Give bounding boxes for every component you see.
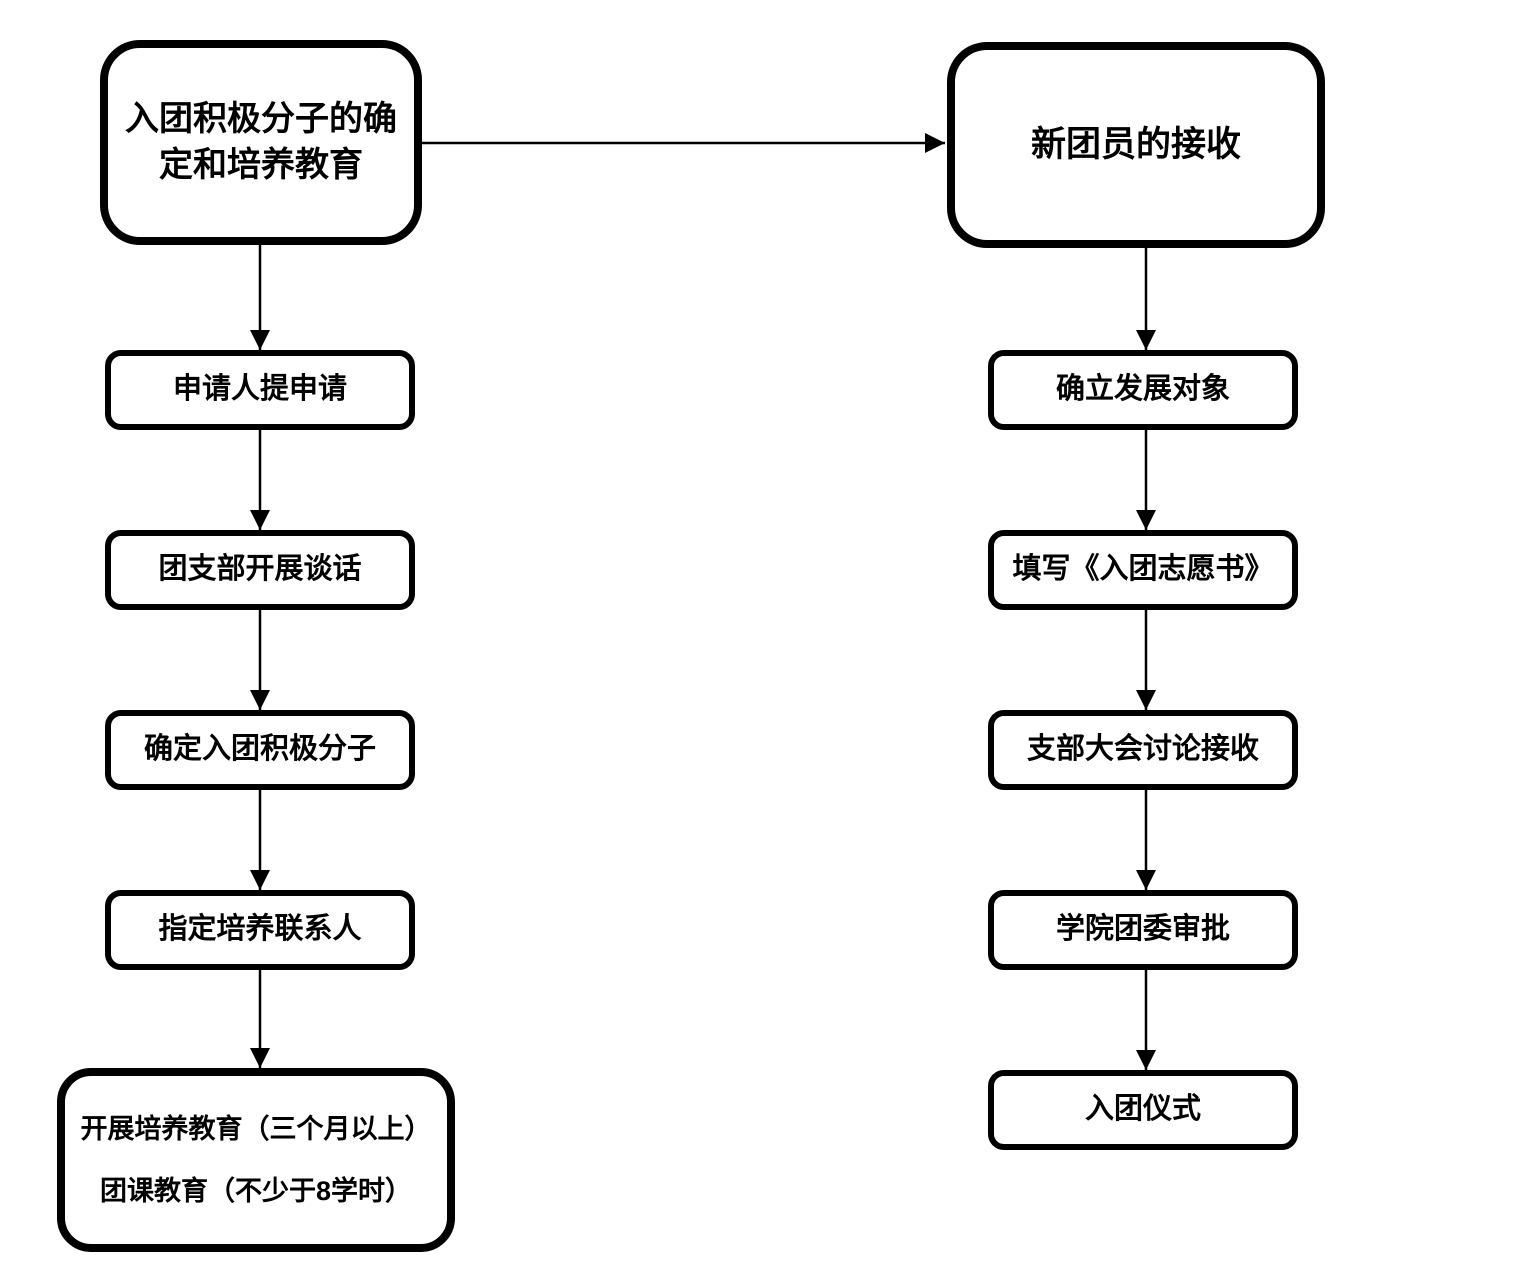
node-right-step-establish-candidate: 确立发展对象 [988, 350, 1298, 430]
node-right-step-fill-volunteer-form: 填写《入团志愿书》 [988, 530, 1298, 610]
footer-line-2: 团课教育（不少于8学时） [99, 1176, 412, 1206]
node-left-step-assign-contact: 指定培养联系人 [105, 890, 415, 970]
node-right-step-ceremony: 入团仪式 [988, 1070, 1298, 1150]
node-right-step-committee-approval: 学院团委审批 [988, 890, 1298, 970]
node-left-step-confirm-activist: 确定入团积极分子 [105, 710, 415, 790]
node-right-step-branch-meeting: 支部大会讨论接收 [988, 710, 1298, 790]
node-left-footer-training: 开展培养教育（三个月以上） 团课教育（不少于8学时） [57, 1068, 455, 1252]
footer-line-1: 开展培养教育（三个月以上） [80, 1113, 432, 1144]
node-left-step-branch-talk: 团支部开展谈话 [105, 530, 415, 610]
node-left-step-apply: 申请人提申请 [105, 350, 415, 430]
node-left-header: 入团积极分子的确定和培养教育 [100, 40, 422, 245]
node-right-header: 新团员的接收 [947, 42, 1325, 248]
